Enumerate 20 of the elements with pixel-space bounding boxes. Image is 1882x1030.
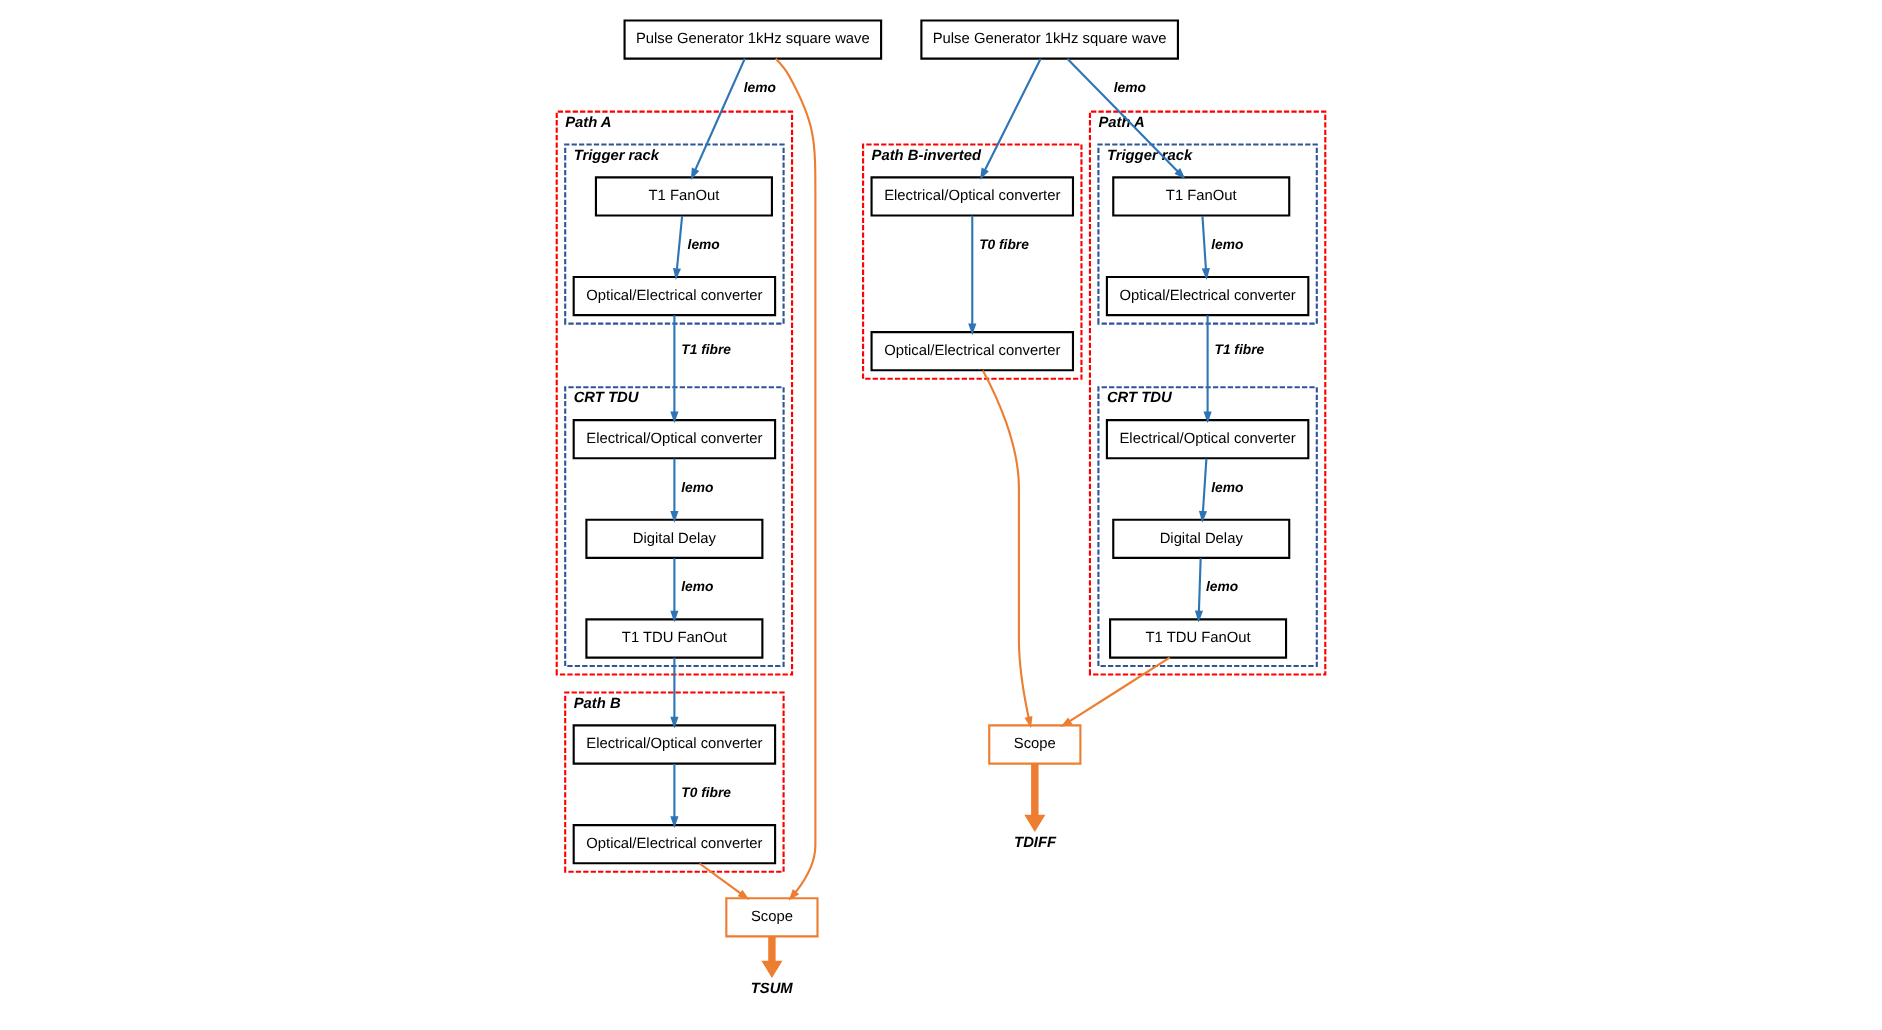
- arrow: [761, 936, 783, 978]
- arrow: [690, 58, 746, 180]
- arrow: [670, 558, 679, 623]
- arrow: [1198, 458, 1208, 523]
- arrow: [981, 369, 1033, 729]
- arrow: [672, 215, 684, 280]
- arrow: [1201, 215, 1210, 280]
- arrow: [670, 657, 679, 729]
- arrow: [670, 315, 679, 424]
- arrow: [1066, 57, 1186, 180]
- arrow: [670, 458, 679, 523]
- arrow: [774, 58, 817, 901]
- arrow: [1194, 558, 1204, 623]
- arrow: [1203, 315, 1212, 424]
- arrow: [670, 763, 679, 829]
- arrow: [698, 862, 750, 900]
- arrow: [968, 215, 977, 336]
- arrow: [1060, 656, 1171, 728]
- arrow: [980, 58, 1042, 180]
- arrow: [1024, 763, 1046, 832]
